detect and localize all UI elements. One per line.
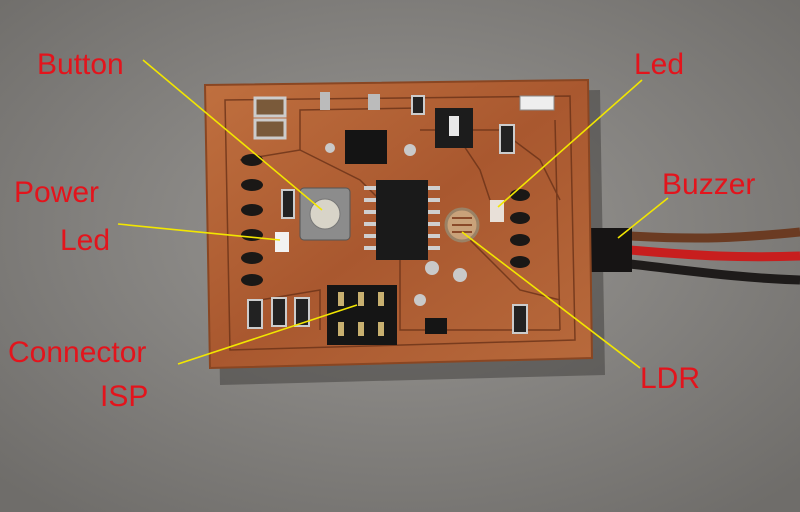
label-button: Button: [37, 48, 124, 81]
voltage-regulator: [345, 130, 387, 164]
label-power: Power: [14, 176, 99, 209]
power-led: [275, 232, 289, 252]
buzzer-cable: [588, 227, 800, 285]
right-pads: [510, 189, 530, 268]
resistor: [411, 95, 425, 115]
pointer-power-led: [117, 223, 281, 241]
resistor: [281, 189, 295, 219]
pointer-ldr: [461, 231, 641, 369]
jumper-pin: [449, 116, 459, 136]
label-connector: Connector: [8, 336, 146, 369]
label-ldr: LDR: [640, 362, 700, 395]
microcontroller-chip: [376, 180, 428, 260]
solder-pad: [320, 92, 330, 110]
capacitor: [253, 96, 287, 118]
label-isp: ISP: [100, 380, 148, 413]
resistor: [271, 297, 287, 327]
solder-blobs: [325, 143, 467, 306]
resistor: [247, 299, 263, 329]
pointer-lines: [117, 59, 669, 369]
isp-pins: [338, 292, 384, 336]
label-led: Led: [634, 48, 684, 81]
pointer-button: [142, 59, 323, 211]
ic-pins: [364, 186, 440, 250]
cable-connector: [588, 228, 632, 272]
resistor: [512, 304, 528, 334]
label-buzzer: Buzzer: [662, 168, 755, 201]
solder-pad: [368, 94, 380, 110]
capacitor: [253, 118, 287, 140]
label-power-led: Led: [60, 224, 110, 257]
pointer-buzzer: [617, 197, 669, 239]
pointer-connector-isp: [177, 304, 358, 365]
pointer-led: [497, 79, 643, 208]
resistor: [499, 124, 515, 154]
resistor-led: [519, 95, 555, 111]
pcb-board: [203, 78, 594, 370]
transistor: [425, 318, 447, 334]
resistor: [294, 297, 310, 327]
